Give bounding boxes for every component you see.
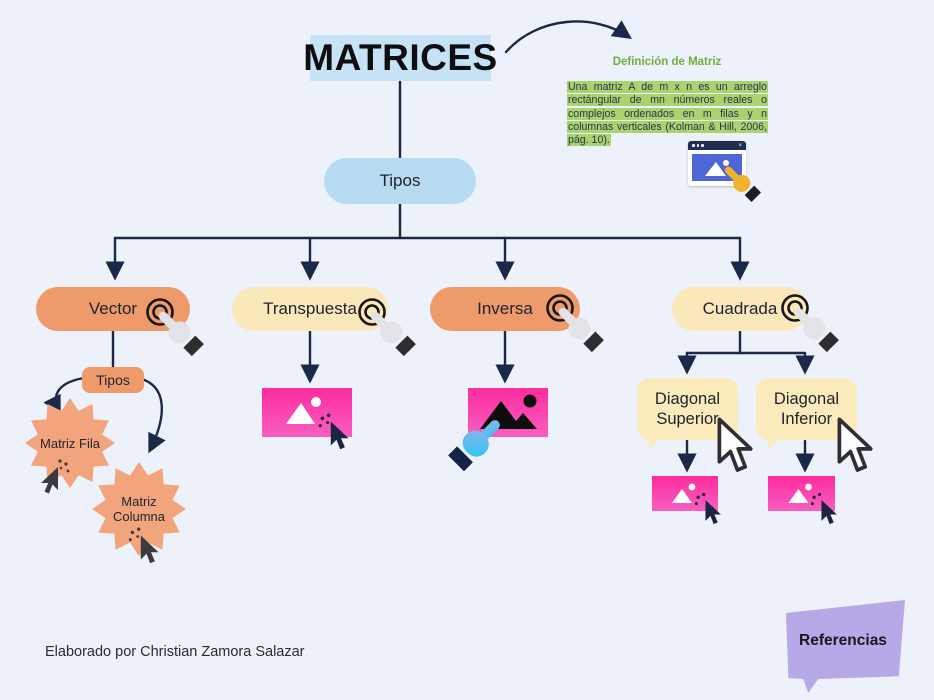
image-placeholder-icon: [286, 397, 321, 424]
tap-click-icon: [358, 298, 416, 357]
blue-pointer-hand-icon: [448, 420, 500, 472]
gold-pointer-hand-icon: [724, 166, 762, 202]
node-transpuesta[interactable]: Transpuesta: [232, 287, 388, 331]
node-tipos: Tipos: [324, 158, 476, 204]
tap-click-icon: [546, 294, 604, 353]
image-placeholder-icon: [672, 483, 696, 503]
arrow-cursor-icon: [128, 527, 159, 564]
references-button[interactable]: Referencias: [785, 600, 905, 693]
tap-click-icon: [146, 298, 204, 357]
tap-click-icon: [781, 294, 839, 353]
node-cuadrada[interactable]: Cuadrada: [672, 287, 808, 331]
definition-heading: Definición de Matriz: [612, 56, 722, 68]
outline-cursor-icon: [717, 417, 753, 472]
arrow-cursor-icon: [318, 413, 349, 450]
arrow-tipos-to-columna: [140, 377, 166, 454]
arrow-title-to-definition: [504, 20, 632, 54]
definition-text: Una matriz A de m x n es un arreglo rect…: [567, 81, 768, 147]
node-inversa[interactable]: Inversa: [430, 287, 580, 331]
arrow-cursor-icon: [810, 492, 837, 525]
browser-titlebar-icon: ×: [688, 141, 746, 150]
image-placeholder-icon: [788, 483, 812, 503]
arrow-cursor-icon: [41, 459, 70, 494]
arrow-cursor-icon: [694, 492, 721, 525]
inversa-image-placeholder[interactable]: [468, 388, 548, 437]
node-vector-tipos: Tipos: [82, 367, 144, 393]
page-title: MATRICES: [303, 35, 497, 81]
credit-text: Elaborado por Christian Zamora Salazar: [45, 644, 305, 660]
outline-cursor-icon: [837, 417, 873, 472]
